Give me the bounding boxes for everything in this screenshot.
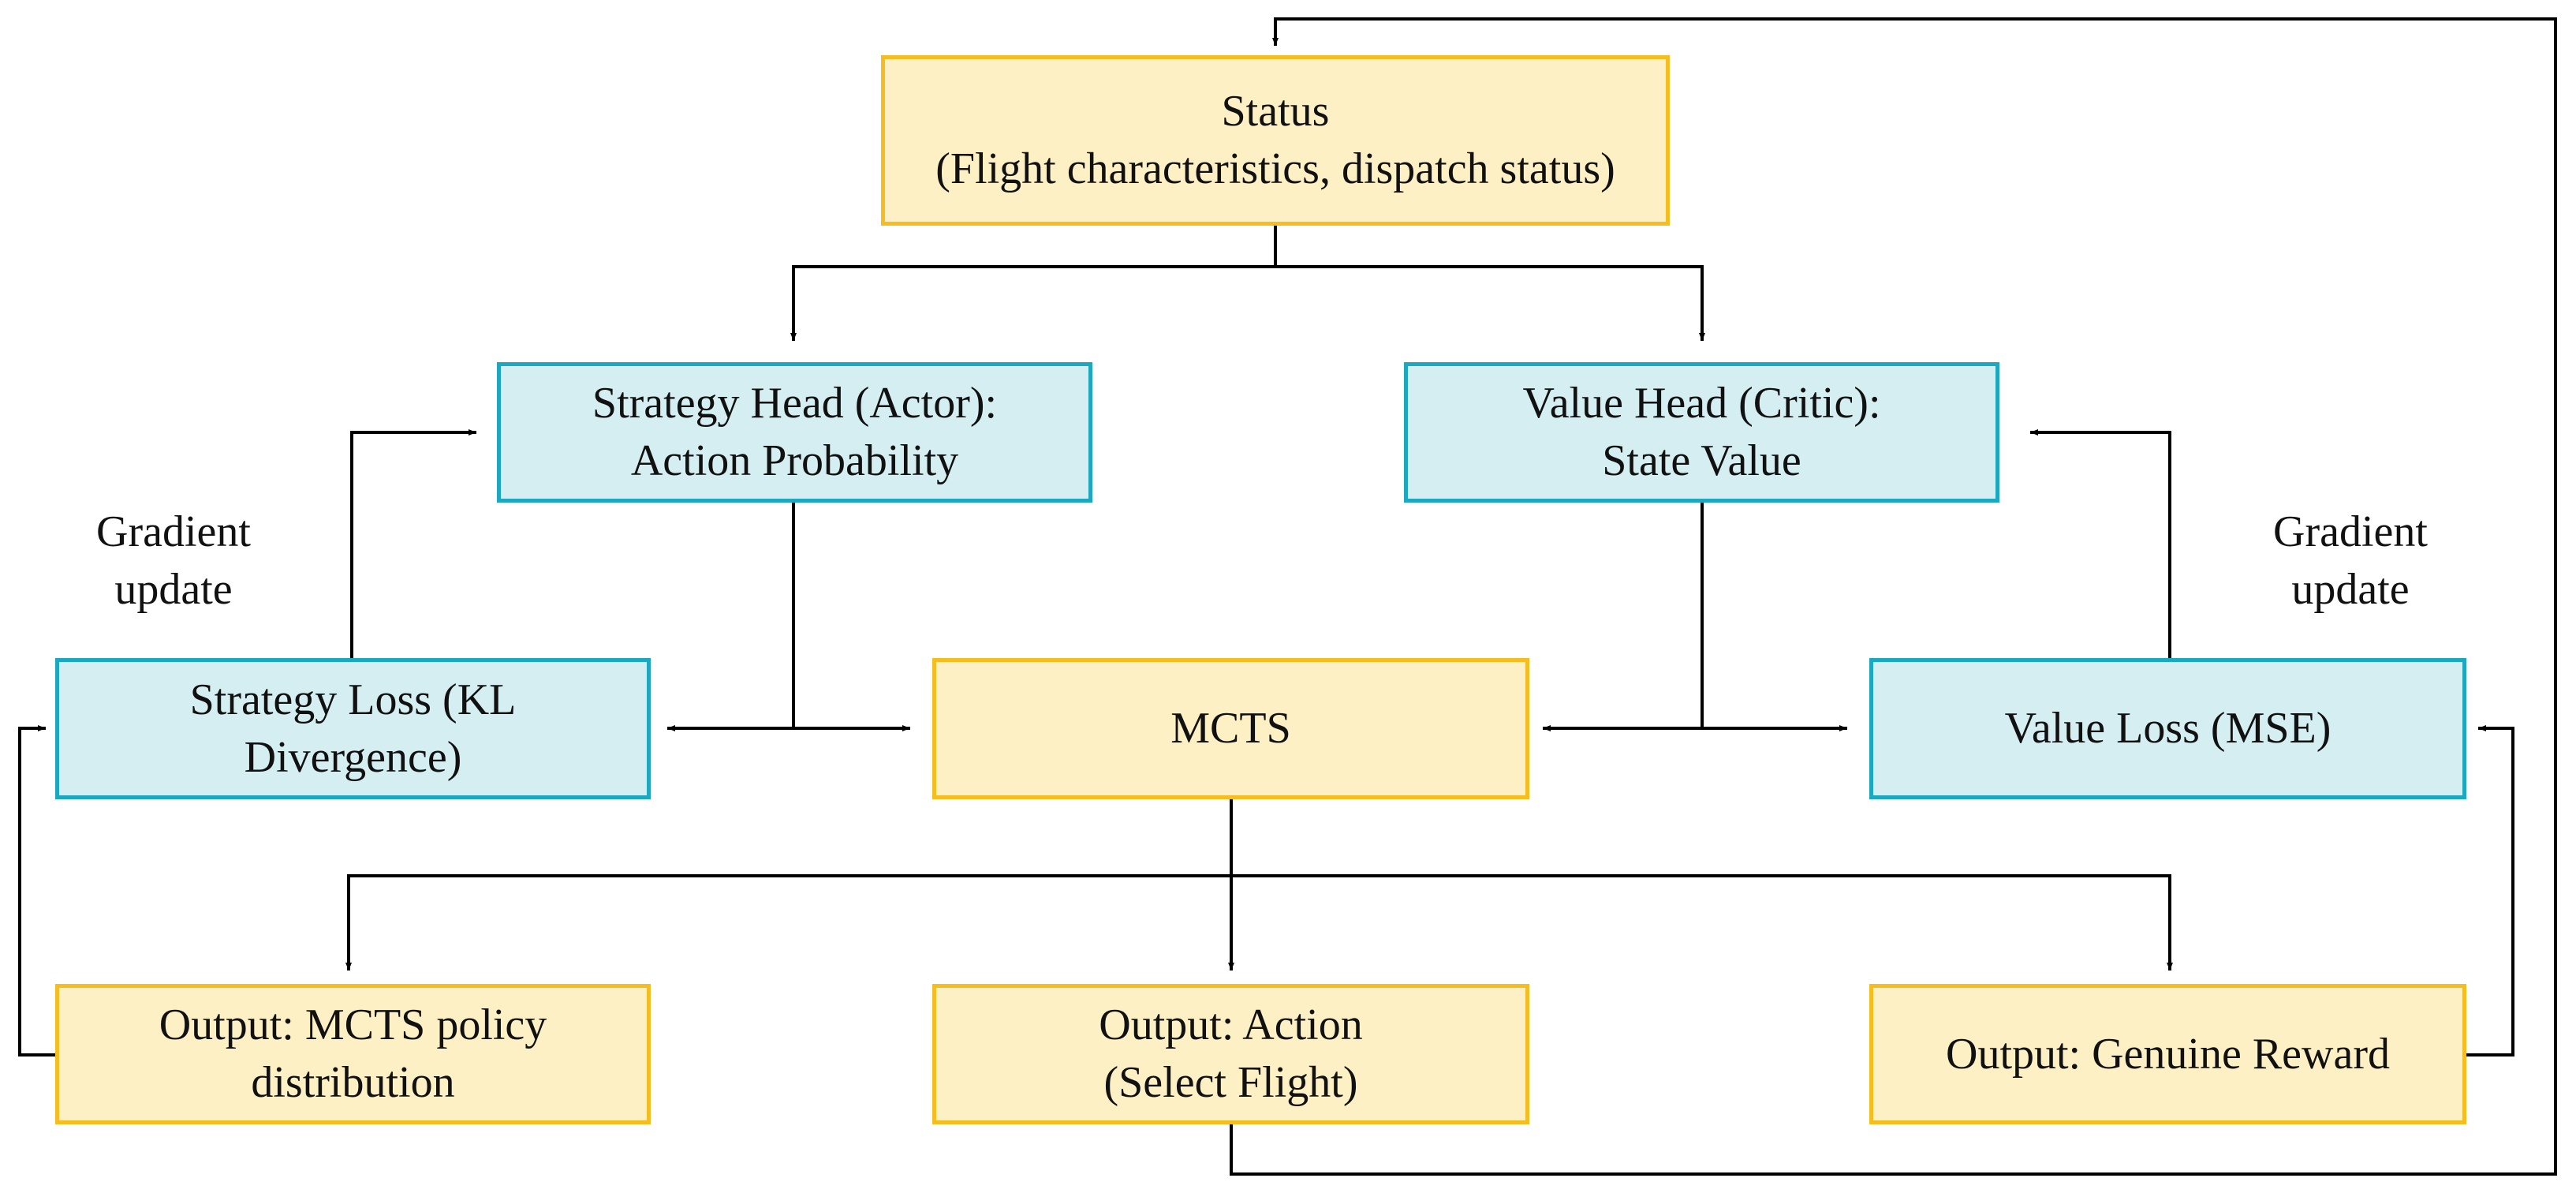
mcts-title: MCTS <box>1170 704 1291 754</box>
output-reward-title: Output: Genuine Reward <box>1946 1029 2390 1079</box>
strategy-loss-title: Strategy Loss (KL <box>189 675 517 724</box>
strategy-head-title: Strategy Head (Actor): <box>592 379 998 428</box>
status-node-title: Status <box>1221 87 1330 137</box>
output-reward-node: Output: Genuine Reward <box>1869 984 2466 1124</box>
gradient-right-line1: Gradient <box>2273 507 2428 556</box>
arrow-policy-feedback <box>18 725 55 1056</box>
status-branch-line <box>793 226 1702 268</box>
gradient-left-line2: update <box>114 564 233 614</box>
mcts-distribution-line <box>349 799 2170 877</box>
output-policy-title: Output: MCTS policy <box>159 1000 547 1050</box>
strategy-head-detail: Action Probability <box>630 436 959 485</box>
mcts-node: MCTS <box>932 658 1529 799</box>
arrow-gradient-right <box>2030 429 2171 661</box>
output-action-node: Output: Action (Select Flight) <box>932 984 1529 1124</box>
arrow-gradient-left <box>350 429 476 661</box>
output-policy-detail: distribution <box>251 1058 455 1107</box>
arrow-action-loop-to-status <box>1230 17 2557 1176</box>
output-action-detail: (Select Flight) <box>1103 1058 1358 1107</box>
strategy-loss-detail: Divergence) <box>244 732 462 782</box>
status-node: Status (Flight characteristics, dispatch… <box>881 55 1670 226</box>
output-policy-node: Output: MCTS policy distribution <box>55 984 651 1124</box>
strategy-head-node: Strategy Head (Actor): Action Probabilit… <box>497 362 1092 503</box>
gradient-update-label-right: Gradient update <box>2224 503 2477 619</box>
value-loss-node: Value Loss (MSE) <box>1869 658 2466 799</box>
value-head-title: Value Head (Critic): <box>1522 379 1881 428</box>
value-head-node: Value Head (Critic): State Value <box>1404 362 1999 503</box>
value-loss-title: Value Loss (MSE) <box>2004 704 2331 754</box>
arrow-reward-feedback <box>2466 725 2514 1056</box>
status-node-detail: (Flight characteristics, dispatch status… <box>935 144 1615 193</box>
gradient-update-label-left: Gradient update <box>47 503 300 619</box>
gradient-left-line1: Gradient <box>96 507 251 556</box>
gradient-right-line2: update <box>2291 564 2410 614</box>
output-action-title: Output: Action <box>1099 1000 1363 1050</box>
value-head-detail: State Value <box>1602 436 1801 485</box>
strategy-loss-node: Strategy Loss (KL Divergence) <box>55 658 651 799</box>
